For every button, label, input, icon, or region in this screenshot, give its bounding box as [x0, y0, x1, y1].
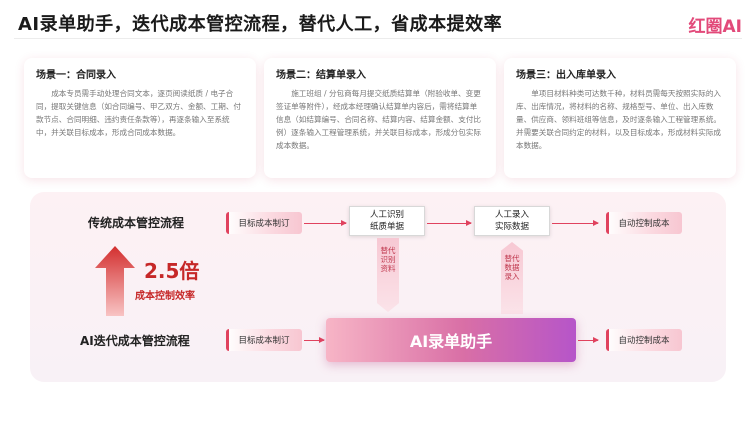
manual-identify-line-2: 纸质单据: [369, 222, 404, 232]
manual-identify-line-1: 人工识别: [369, 210, 404, 220]
traditional-target-cost-tag: 目标成本制订: [226, 212, 302, 234]
arrow-4: [304, 337, 325, 343]
replace-entry-band: 替代数据录入: [501, 242, 523, 314]
traditional-auto-control-tag: 自动控制成本: [606, 212, 682, 234]
scenario-3-title: 场景三：出入库单录入: [516, 70, 616, 81]
brand-logo: 红圈AI: [688, 17, 742, 37]
scenario-2-body: 施工班组 / 分包商每月提交纸质结算单（附验收单、变更签证单等附件），经成本经理…: [276, 89, 482, 150]
manual-entry-line-1: 人工录入: [494, 210, 529, 220]
efficiency-up-arrow-icon: [95, 246, 135, 316]
scenario-1-body: 成本专员需手动处理合同文本，逐页阅读纸质 / 电子合同，提取关键信息（如合同编号…: [36, 89, 242, 137]
manual-identify-box: 人工识别 纸质单据: [349, 206, 425, 236]
scenario-card-1: 场景一：合同录入 成本专员需手动处理合同文本，逐页阅读纸质 / 电子合同，提取关…: [24, 58, 256, 178]
ai-target-cost-tag: 目标成本制订: [226, 329, 302, 351]
arrow-1: [304, 220, 347, 226]
scenario-card-3: 场景三：出入库单录入 单项目材料种类可达数千种，材料员需每天按照实际的入库、出库…: [504, 58, 736, 178]
title-divider: [14, 38, 742, 39]
ai-assistant-bar: AI录单助手: [326, 318, 576, 362]
arrow-2: [427, 220, 472, 226]
manual-entry-line-2: 实际数据: [494, 222, 529, 232]
manual-entry-box: 人工录入 实际数据: [474, 206, 550, 236]
scenario-card-2: 场景二：结算单录入 施工班组 / 分包商每月提交纸质结算单（附验收单、变更签证单…: [264, 58, 496, 178]
ai-flow-label: AI迭代成本管控流程: [80, 334, 190, 348]
arrow-3: [552, 220, 599, 226]
scenario-2-title: 场景二：结算单录入: [276, 70, 366, 81]
traditional-flow-label: 传统成本管控流程: [88, 216, 185, 230]
page-title: AI录单助手，迭代成本管控流程，替代人工，省成本提效率: [18, 14, 503, 35]
arrow-5: [578, 337, 599, 343]
scenario-3-body: 单项目材料种类可达数千种，材料员需每天按照实际的入库、出库情况，将材料的名称、规…: [516, 89, 722, 150]
replace-identify-band: 替代识别资料: [377, 238, 399, 312]
scenario-1-title: 场景一：合同录入: [36, 70, 116, 81]
efficiency-factor-label: 成本控制效率: [135, 291, 195, 302]
ai-auto-control-tag: 自动控制成本: [606, 329, 682, 351]
efficiency-factor: 2.5倍: [144, 259, 200, 283]
